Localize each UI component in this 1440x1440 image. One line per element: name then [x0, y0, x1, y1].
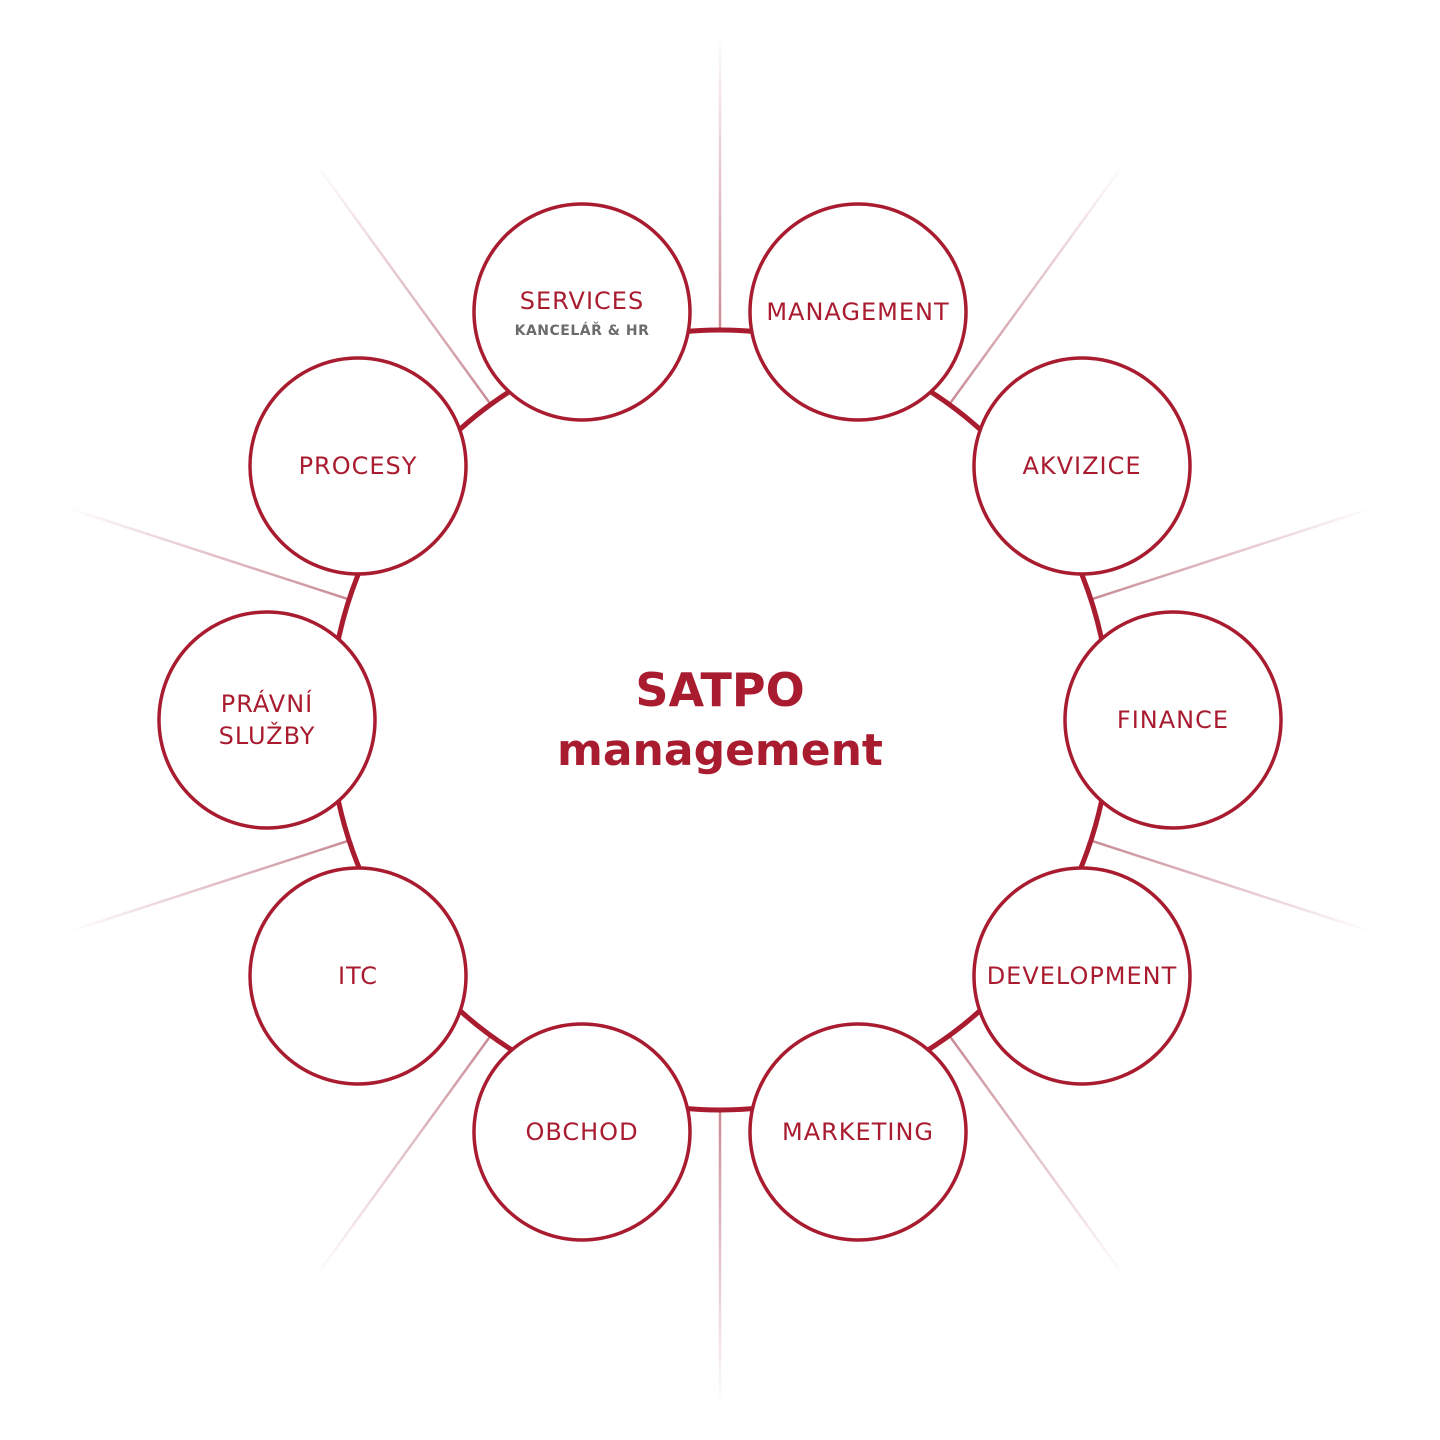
node-akvizice: AKVIZICE [973, 357, 1191, 575]
node-circle [157, 610, 377, 830]
spoke-line [63, 505, 350, 601]
node-procesy: PROCESY [249, 357, 467, 575]
node-circle [248, 356, 468, 576]
node-label: PRÁVNÍ SLUŽBY [218, 690, 316, 750]
node-services: SERVICES KANCELÁŘ & HR [473, 203, 691, 421]
node-label: MARKETING [782, 1118, 934, 1146]
node-pravni-sluzby: PRÁVNÍ SLUŽBY [158, 611, 376, 829]
node-obchod: OBCHOD [473, 1023, 691, 1241]
node-management: MANAGEMENT [749, 203, 967, 421]
center-title-line1: SATPO [635, 663, 805, 717]
node-circle [248, 866, 468, 1086]
node-itc: ITC [249, 867, 467, 1085]
node-circle [748, 202, 968, 422]
center-title: SATPO management [520, 660, 920, 782]
node-label: PROCESY [298, 452, 418, 480]
node-label: SERVICES [519, 287, 645, 315]
spoke-line [313, 1034, 492, 1279]
node-label: DEVELOPMENT [986, 962, 1178, 990]
node-circle [972, 866, 1192, 1086]
spoke-line [948, 161, 1127, 406]
spoke-line [63, 839, 350, 935]
node-label: AKVIZICE [1022, 452, 1142, 480]
node-development: DEVELOPMENT [973, 867, 1191, 1085]
spoke-line [1090, 505, 1377, 601]
node-label: MANAGEMENT [766, 298, 950, 326]
node-circle [472, 1022, 692, 1242]
center-title-line2: management [557, 725, 883, 776]
spoke-line [313, 161, 492, 406]
node-circle [972, 356, 1192, 576]
node-circle [1063, 610, 1283, 830]
node-label: FINANCE [1116, 706, 1230, 734]
node-circle [472, 202, 692, 422]
node-sublabel: KANCELÁŘ & HR [514, 323, 650, 339]
node-finance: FINANCE [1064, 611, 1282, 829]
node-label: ITC [337, 962, 379, 990]
spoke-line [948, 1034, 1127, 1279]
node-circle [748, 1022, 968, 1242]
node-marketing: MARKETING [749, 1023, 967, 1241]
node-label: OBCHOD [525, 1118, 639, 1146]
spoke-line [1090, 839, 1377, 935]
